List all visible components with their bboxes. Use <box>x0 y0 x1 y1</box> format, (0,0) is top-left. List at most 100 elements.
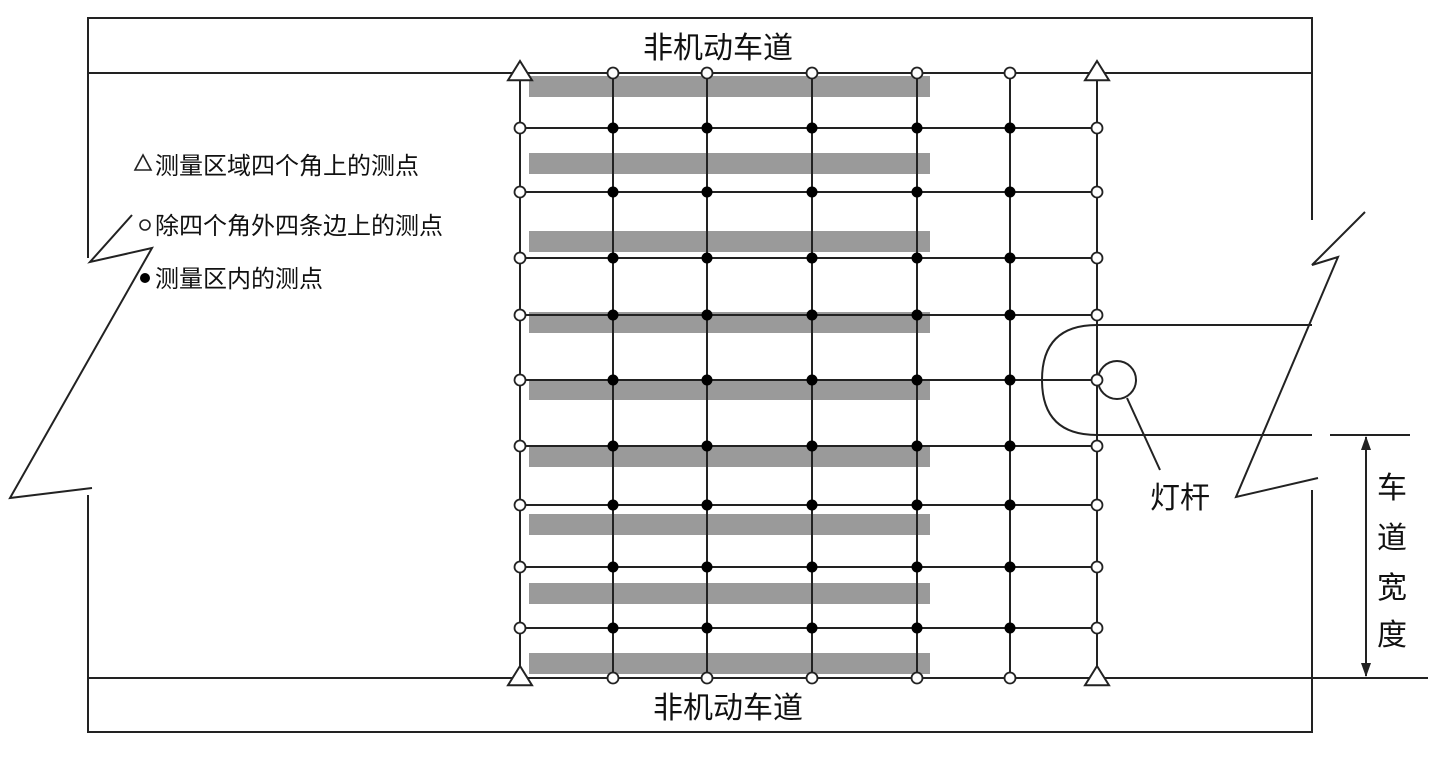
interior-point-filled <box>911 499 923 511</box>
interior-point-filled <box>806 309 818 321</box>
lamp-pole <box>1040 324 1312 471</box>
interior-point-filled <box>1004 374 1016 386</box>
corner-point-triangle <box>1083 59 1111 82</box>
interior-point-filled <box>1004 499 1016 511</box>
dimension-arrow-top <box>1361 436 1371 450</box>
lane-stripes <box>529 76 930 674</box>
edge-point-hollow <box>513 373 527 387</box>
road-frame <box>87 17 1428 733</box>
lane-label-top: 非机动车道 <box>643 31 793 66</box>
frame-bottom-right <box>87 490 1313 733</box>
interior-point-filled <box>607 122 619 134</box>
edge-point-hollow <box>910 66 924 80</box>
interior-point-filled <box>911 252 923 264</box>
interior-point-filled <box>911 561 923 573</box>
edge-point-hollow <box>513 560 527 574</box>
lane-stripe <box>529 653 930 674</box>
edge-point-hollow <box>700 671 714 685</box>
lane-stripe <box>529 312 930 333</box>
lamp-pole-leader <box>1126 397 1161 471</box>
break-line-right <box>1234 211 1366 499</box>
interior-point-filled <box>806 440 818 452</box>
lane-stripe <box>529 514 930 535</box>
interior-point-filled <box>607 440 619 452</box>
lane-stripe <box>529 153 930 174</box>
lane-width-char-4: 度 <box>1377 618 1407 653</box>
interior-point-filled <box>607 186 619 198</box>
interior-point-filled <box>1004 186 1016 198</box>
interior-point-filled <box>806 374 818 386</box>
corner-point-triangle <box>506 664 534 687</box>
edge-point-hollow <box>1090 185 1104 199</box>
corner-point-triangle <box>1083 664 1111 687</box>
lane-width-label: 车 道 宽 度 <box>1377 471 1407 653</box>
edge-point-hollow <box>1090 498 1104 512</box>
hollow-circle-icon <box>139 219 151 231</box>
lane-width-dimension <box>1330 434 1410 677</box>
interior-point-filled <box>1004 440 1016 452</box>
edge-point-hollow <box>1090 621 1104 635</box>
interior-point-filled <box>701 499 713 511</box>
triangle-icon <box>133 153 153 171</box>
edge-point-hollow <box>700 66 714 80</box>
lane-label-bottom: 非机动车道 <box>653 691 803 726</box>
interior-point-filled <box>701 252 713 264</box>
edge-point-hollow <box>513 185 527 199</box>
interior-point-filled <box>806 499 818 511</box>
interior-point-filled <box>1004 309 1016 321</box>
lane-stripe <box>529 446 930 467</box>
lane-width-char-2: 道 <box>1377 521 1407 556</box>
interior-point-filled <box>806 186 818 198</box>
edge-point-hollow <box>1090 439 1104 453</box>
edge-point-hollow <box>606 66 620 80</box>
break-lines <box>8 211 1366 500</box>
lamp-arm-outline <box>1040 324 1312 436</box>
edge-point-hollow <box>805 66 819 80</box>
interior-point-filled <box>607 252 619 264</box>
edge-point-hollow <box>513 621 527 635</box>
interior-point-filled <box>1004 622 1016 634</box>
corner-point-triangle <box>506 59 534 82</box>
interior-point-filled <box>607 499 619 511</box>
interior-point-filled <box>607 374 619 386</box>
interior-point-filled <box>701 622 713 634</box>
frame-top-left <box>87 17 1313 258</box>
interior-point-filled <box>911 440 923 452</box>
legend: 测量区域四个角上的测点 除四个角外四条边上的测点 测量区内的测点 <box>133 152 443 293</box>
interior-point-filled <box>806 622 818 634</box>
legend-text-edge: 除四个角外四条边上的测点 <box>155 212 443 240</box>
lane-stripe <box>529 583 930 604</box>
edge-point-hollow <box>1003 66 1017 80</box>
interior-point-filled <box>701 122 713 134</box>
interior-point-filled <box>701 440 713 452</box>
edge-point-hollow <box>513 308 527 322</box>
interior-point-filled <box>701 309 713 321</box>
edge-point-hollow <box>1090 251 1104 265</box>
interior-point-filled <box>1004 122 1016 134</box>
legend-item-corner: 测量区域四个角上的测点 <box>133 152 419 180</box>
interior-point-filled <box>1004 252 1016 264</box>
lane-stripe <box>529 379 930 400</box>
lamp-pole-label: 灯杆 <box>1150 481 1210 516</box>
edge-point-hollow <box>1003 671 1017 685</box>
interior-point-filled <box>911 122 923 134</box>
edge-point-hollow <box>1090 560 1104 574</box>
legend-text-interior: 测量区内的测点 <box>155 265 323 293</box>
interior-point-filled <box>911 374 923 386</box>
interior-point-filled <box>607 622 619 634</box>
interior-point-filled <box>806 561 818 573</box>
edge-point-hollow <box>513 251 527 265</box>
filled-circle-icon <box>140 273 150 283</box>
lane-stripe <box>529 231 930 252</box>
interior-point-filled <box>911 309 923 321</box>
edge-point-hollow <box>513 439 527 453</box>
legend-text-corner: 测量区域四个角上的测点 <box>155 152 419 180</box>
measurement-points <box>506 59 1111 687</box>
dimension-arrow-bottom <box>1361 663 1371 677</box>
lamp-pole-circle <box>1097 360 1137 400</box>
interior-point-filled <box>806 122 818 134</box>
lane-width-char-1: 车 <box>1377 471 1407 506</box>
lane-width-char-3: 宽 <box>1377 571 1407 606</box>
interior-point-filled <box>911 186 923 198</box>
